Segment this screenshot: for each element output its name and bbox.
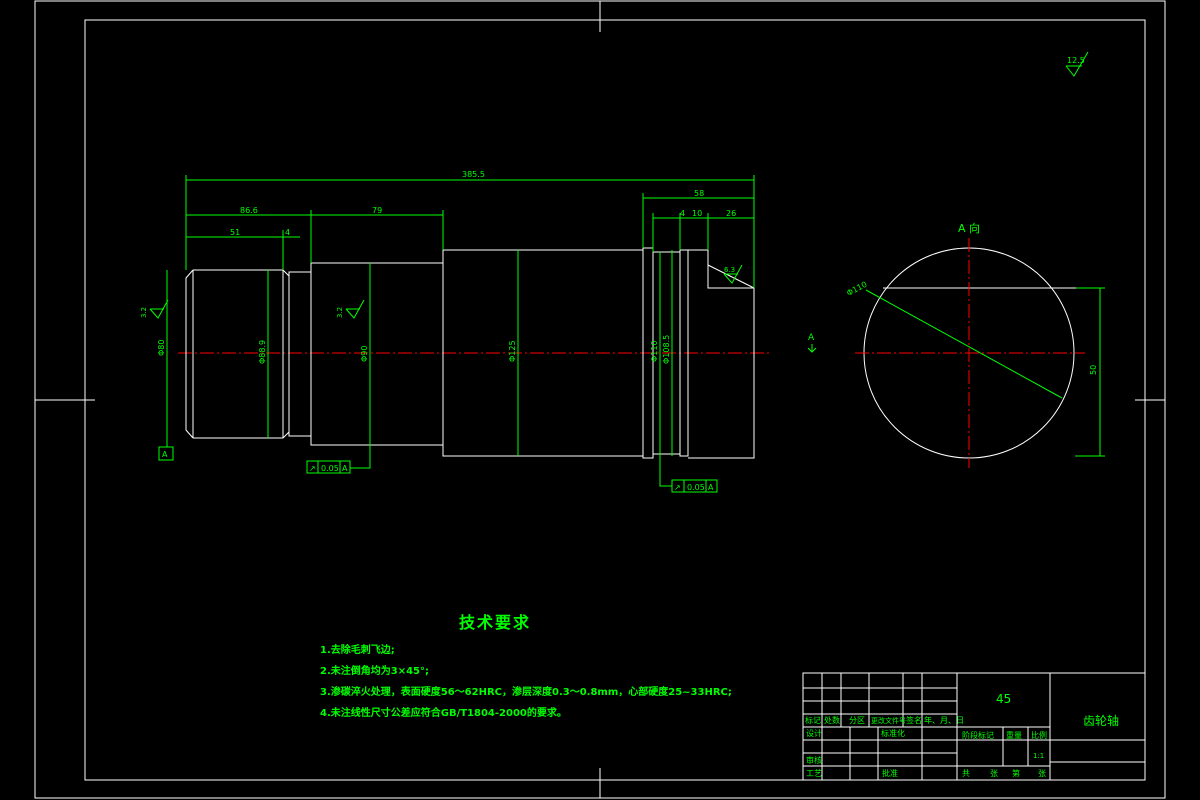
sheet-unit-label: 张 <box>990 769 998 778</box>
dim-dia5: Φ110 <box>650 340 659 362</box>
tech-requirement-item: 1.去除毛刺飞边; <box>320 645 395 656</box>
tol-datum-2: A <box>708 483 714 492</box>
tech-requirements-title: 技术要求 <box>459 613 532 632</box>
scale-label: 比例 <box>1031 730 1047 740</box>
sheet-unit2-label: 张 <box>1038 769 1046 778</box>
part-name: 齿轮轴 <box>1083 713 1119 728</box>
centering-marks <box>35 1 1165 798</box>
dim-right-a: 4 <box>680 209 685 218</box>
weight-label: 重量 <box>1006 730 1022 740</box>
sheets-total-label: 共 <box>962 769 970 778</box>
row-label-count: 处数 <box>824 715 840 725</box>
design-label: 设计 <box>806 728 822 738</box>
row-label-mark: 标记 <box>805 715 821 725</box>
dim-dia4: Φ125 <box>508 340 517 362</box>
tol-value-2: 0.05 <box>687 483 705 492</box>
roughness-key-value: 6.3 <box>724 266 735 274</box>
dim-total-length: 385.5 <box>462 170 485 179</box>
dimension-lines <box>166 175 1105 487</box>
material-value: 45 <box>996 692 1011 706</box>
tol-symbol-1: ↗ <box>309 464 316 473</box>
tech-requirement-item: 3.渗碳淬火处理，表面硬度56～62HRC，渗层深度0.3～0.8mm，心部硬度… <box>320 687 732 698</box>
scale-value: 1:1 <box>1033 752 1044 760</box>
row-label-zone: 分区 <box>849 716 865 725</box>
section-width-label: 50 <box>1089 365 1098 375</box>
shaft-outline <box>185 247 755 459</box>
tolerance-frames <box>158 446 718 493</box>
tech-requirement-item: 4.未注线性尺寸公差应符合GB/T1804-2000的要求。 <box>320 708 567 719</box>
roughness-left-value: 3.2 <box>140 307 148 318</box>
row-label-change-doc: 更改文件号 <box>871 716 906 725</box>
dim-right-section: 58 <box>694 189 704 198</box>
section-dia-leader <box>865 289 1063 399</box>
dim-seg-b: 4 <box>285 228 290 237</box>
title-block-text: 45 齿轮轴 标记 处数 分区 更改文件号 签名 年、月、日 设计 标准化 阶段… <box>805 692 1119 778</box>
process-label: 工艺 <box>806 769 822 778</box>
sheet-no-label: 第 <box>1012 768 1020 778</box>
dim-dia2: Φ88.9 <box>258 340 267 364</box>
row-label-sign: 签名 <box>906 715 922 725</box>
roughness-symbols <box>149 264 743 319</box>
standardization-label: 标准化 <box>881 728 905 738</box>
section-arrow-label: A <box>808 333 815 343</box>
dim-dia3: Φ90 <box>360 346 369 362</box>
title-block <box>802 672 1146 781</box>
roughness-corner-value: 12.5 <box>1067 56 1085 65</box>
section-view-title: A 向 <box>958 221 980 235</box>
dim-right-c: 26 <box>726 209 736 218</box>
dim-right-b: 10 <box>692 209 702 218</box>
stage-mark-label: 阶段标记 <box>962 730 994 740</box>
tol-symbol-2: ↗ <box>674 483 681 492</box>
tech-requirement-item: 2.未注倒角均为3×45°; <box>320 666 430 677</box>
dim-seg-a: 51 <box>230 228 240 237</box>
tol-datum-1: A <box>342 464 348 473</box>
roughness-symbol-corner <box>1065 51 1089 77</box>
tol-value-1: 0.05 <box>321 464 339 473</box>
approve-label: 批准 <box>882 768 898 778</box>
review-label: 审核 <box>806 755 822 765</box>
dim-seg1: 86.6 <box>240 206 258 215</box>
datum-letter: A <box>162 450 168 459</box>
tech-requirements-list: 1.去除毛刺飞边; 2.未注倒角均为3×45°; 3.渗碳淬火处理，表面硬度56… <box>320 640 732 724</box>
section-dia-label: Φ110 <box>845 280 868 298</box>
row-label-date: 年、月、日 <box>924 715 964 725</box>
dim-dia1: Φ80 <box>157 340 166 356</box>
dim-seg2: 79 <box>372 206 382 215</box>
roughness-mid-value: 3.2 <box>336 307 344 318</box>
dim-dia6: Φ108.5 <box>662 335 671 364</box>
